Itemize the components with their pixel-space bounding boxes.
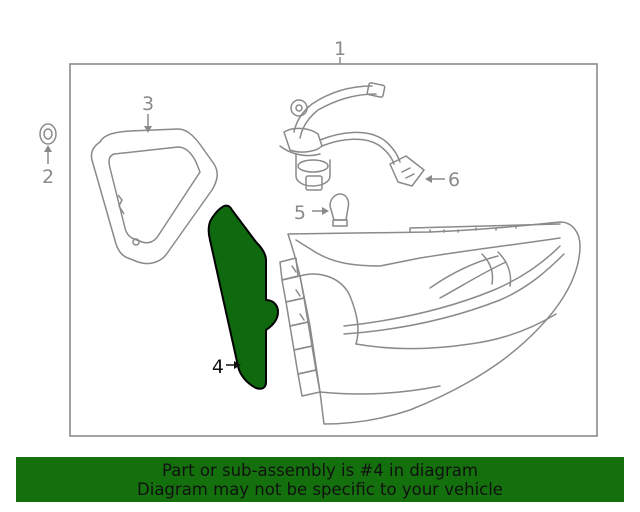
callout-1-label: 1: [334, 38, 346, 60]
parts-diagram: 1 2 3 6: [39, 38, 598, 437]
callout-4-arrow: [226, 361, 241, 369]
callout-3-label: 3: [142, 93, 154, 115]
banner-line-1: Part or sub-assembly is #4 in diagram: [162, 461, 478, 480]
callout-4-label: 4: [212, 356, 224, 378]
banner-line-2: Diagram may not be specific to your vehi…: [137, 480, 503, 499]
callout-5-label: 5: [294, 202, 306, 224]
callout-2-label: 2: [42, 166, 54, 188]
gasket: [90, 128, 218, 265]
assembly-frame: [69, 63, 598, 437]
info-banner: Part or sub-assembly is #4 in diagram Di…: [16, 457, 624, 502]
socket-harness: [279, 82, 425, 191]
callout-6-label: 6: [448, 169, 460, 191]
lamp-housing: [279, 221, 581, 425]
callout-3-arrow: [144, 114, 152, 133]
callout-5-arrow: [312, 207, 329, 215]
callout-2-arrow: [44, 145, 52, 164]
bulb: [329, 193, 350, 227]
highlighted-reflector: [207, 204, 279, 390]
callout-6-arrow: [425, 175, 445, 183]
seal-ring: [39, 123, 57, 145]
